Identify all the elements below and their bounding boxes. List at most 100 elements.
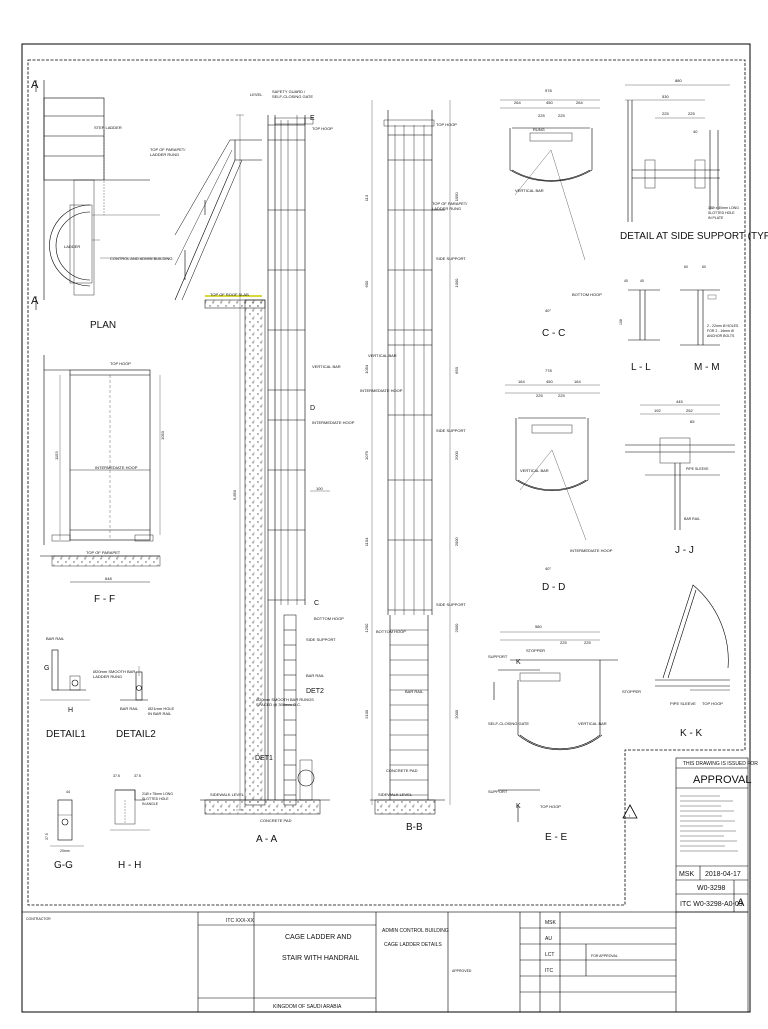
tb-doc-no: ITC W0-3298-A0-03 <box>680 901 743 908</box>
aa-rungs-label1: Ø20mm SMOOTH BAR RUNGS <box>256 697 314 702</box>
title-block-bottom <box>21 911 749 1013</box>
kk-title: K - K <box>680 728 703 739</box>
mm-holes-label1: 2 - 22mm Ø HOLES <box>707 324 739 328</box>
bb-dim-right: 1000 <box>454 278 459 288</box>
plan-control-admin-label: CONTROL AND ADMIN BUILDING <box>110 256 173 261</box>
dd-angle: 40° <box>545 566 551 571</box>
ss-dim-top: 880 <box>675 78 682 83</box>
plan-view <box>35 80 170 310</box>
tb-rev-desc: FOR APPROVAL <box>591 954 618 958</box>
bb-intermediate-hoop-label: INTERMEDIATE HOOP <box>360 388 403 393</box>
tb-title2: STAIR WITH HANDRAIL <box>282 955 359 962</box>
hh-dim-d2: 37.5 <box>134 774 141 778</box>
ff-title: F - F <box>94 594 115 605</box>
bb-side-support-label3: SIDE SUPPORT <box>436 602 466 607</box>
dd-dim-d4: 225 <box>536 393 543 398</box>
bb-dim-left: 1079 <box>364 450 369 460</box>
ll-dim-d3: 108 <box>619 319 623 325</box>
bb-bottom-hoop-label: BOTTOM HOOP <box>376 629 406 634</box>
dd-view <box>505 384 600 541</box>
gg-title: G-G <box>54 860 73 871</box>
ff-view <box>40 355 161 583</box>
plan-top-parapet-label: TOP OF PARAPET/ <box>150 147 186 152</box>
tb-date: 2018-04-17 <box>705 871 741 878</box>
detail2-title: DETAIL2 <box>116 729 156 740</box>
bb-side-support-label2: SIDE SUPPORT <box>436 428 466 433</box>
aa-title: A - A <box>256 834 277 845</box>
aa-det2-label: DET2 <box>306 688 324 695</box>
tb-client1: ADMIN CONTROL BUILDING <box>382 928 449 934</box>
cc-dim-d3: 264 <box>576 100 583 105</box>
ee-mark-k: K <box>516 659 521 666</box>
tb-drawing-no: W0-3298 <box>697 885 726 892</box>
cc-dim-d5: 225 <box>558 113 565 118</box>
warning-icon <box>622 804 638 819</box>
tb-name: LCT <box>545 952 554 958</box>
aa-concrete-pad-label: CONCRETE PAD <box>260 818 292 823</box>
ee-view <box>493 631 618 822</box>
detail1-smooth-bar-label: Ø20mm SMOOTH BAR <box>93 669 135 674</box>
bb-dim-left: 1200 <box>364 623 369 633</box>
aa-mark-d: D <box>310 405 315 412</box>
ll-view <box>628 289 660 341</box>
plan-section-mark-a: A <box>31 79 39 91</box>
jj-bar-rail-label: BAR RAIL <box>684 517 700 521</box>
ee-dim-d1: 225 <box>560 640 567 645</box>
warning-icon-mark: ! <box>629 813 630 818</box>
kk-top-hoop-label: TOP HOOP <box>702 701 723 706</box>
detail2-hole-label: Ø21mm HOLE <box>148 706 175 711</box>
detail1-view <box>40 649 90 701</box>
cc-vertical-bar-label: VERTICAL BAR <box>515 188 544 193</box>
ee-title: E - E <box>545 832 568 843</box>
hh-slot-label2: SLOTTED HOLE <box>142 797 169 801</box>
cc-title: C - C <box>542 328 565 339</box>
ll-dim-d2: 40 <box>640 279 644 283</box>
bb-concrete-pad-label: CONCRETE PAD <box>386 768 418 773</box>
dd-dim-d1: 164 <box>518 379 525 384</box>
gg-dim-d2: 37.5 <box>45 833 49 840</box>
cc-view <box>500 99 600 261</box>
ee-support-label2: SUPPORT <box>488 789 508 794</box>
kk-stopper-label: STOPPER <box>622 689 641 694</box>
detail2-view <box>120 666 148 701</box>
jj-dim-d3: 65 <box>690 419 695 424</box>
plan-section-mark-a2: A <box>31 295 39 307</box>
tb-name: ITC <box>545 968 553 974</box>
dd-dim-d2: 450 <box>546 379 553 384</box>
bb-dim-right: 2000 <box>454 623 459 633</box>
tb-title1: CAGE LADDER AND <box>285 934 352 941</box>
aa-rungs-label2: SPACED @ 300mm O.C. <box>256 702 301 707</box>
ss-dim-d2: 225 <box>662 111 669 116</box>
aa-dim-100: 100 <box>316 486 323 491</box>
detail1-ladder-rung-label: LADDER RUNG <box>93 674 122 679</box>
aa-intermediate-hoop-label: INTERMEDIATE HOOP <box>312 420 355 425</box>
bb-dim-right: 850 <box>454 366 459 373</box>
ff-top-parapet-label: TOP OF PARAPET <box>86 550 121 555</box>
jj-view <box>625 404 735 530</box>
dd-dim-d3: 164 <box>574 379 581 384</box>
bb-dim-left: 600 <box>364 280 369 287</box>
aa-dim-total: 6,850 <box>232 489 237 500</box>
detail2-in-bar-rail-label: IN BAR RAIL <box>148 711 172 716</box>
hh-view <box>110 789 150 831</box>
aa-view <box>174 114 330 815</box>
tb-rev: A <box>737 897 745 909</box>
plan-title: PLAN <box>90 320 116 331</box>
aa-det1-label: DET1 <box>255 755 273 762</box>
detail2-bar-rail-label: BAR RAIL <box>120 706 139 711</box>
bb-top-parapet-label: TOP OF PARAPET/ <box>432 201 468 206</box>
aa-safety-label1: SAFETY GUARD / <box>272 89 306 94</box>
bb-sidewalk-label: SIDEWALK LEVEL <box>378 792 413 797</box>
bb-bar-rail-label: BAR RAIL <box>405 689 424 694</box>
tb-name: AU <box>545 936 552 942</box>
gg-view <box>50 799 84 847</box>
aa-top-hoop-label: TOP HOOP <box>312 126 333 131</box>
kk-pipe-sleeve-label: PIPE SLEEVE <box>670 701 696 706</box>
gg-dim-d1: 44 <box>66 790 70 794</box>
ff-dim-h1: 1153 <box>54 451 59 460</box>
ff-top-hoop-label: TOP HOOP <box>110 361 131 366</box>
plan-ladder-label: LADDER <box>64 244 80 249</box>
